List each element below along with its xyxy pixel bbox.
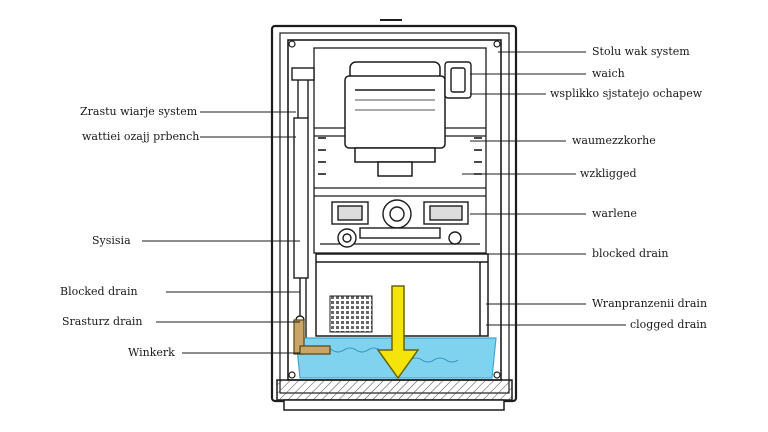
label-wattiei-ozajj-prbench: wattiei ozajj prbench (82, 130, 200, 143)
label-blocked-drain-left: Blocked drain (60, 285, 138, 298)
right-leader-lines (462, 51, 626, 326)
corner-bolts (288, 40, 501, 379)
left-pipe-column (291, 67, 325, 353)
left-leader-lines (142, 111, 300, 354)
label-waich: waich (592, 67, 625, 80)
label-wzkligged: wzkligged (580, 167, 637, 180)
control-switch (444, 61, 472, 99)
label-blocked-drain-right: blocked drain (592, 247, 669, 260)
label-sysisia: Sysisia (92, 234, 131, 247)
flow-arrow (376, 285, 420, 380)
filter-grid (329, 295, 373, 333)
label-wsplikko-sjstatejo-ochapew: wsplikko sjstatejo ochapew (550, 87, 703, 100)
label-srasturz-drain: Srasturz drain (62, 315, 143, 328)
base-plinth (276, 379, 513, 411)
label-waumezzkorhe: waumezzkorhe (572, 134, 656, 147)
fan-housing (344, 61, 446, 177)
label-warlene: warlene (592, 207, 637, 220)
drain-elbow-pipe (293, 319, 331, 355)
label-zrastu-wiarje-system: Zrastu wiarje system (80, 105, 198, 118)
label-winkerk: Winkerk (128, 346, 175, 359)
label-stolu-wak-system: Stolu wak system (592, 45, 690, 58)
label-clogged-drain: clogged drain (630, 318, 707, 331)
compressor-assembly (331, 199, 469, 248)
label-wranpranzenii-drain: Wranpranzenii drain (592, 297, 708, 310)
